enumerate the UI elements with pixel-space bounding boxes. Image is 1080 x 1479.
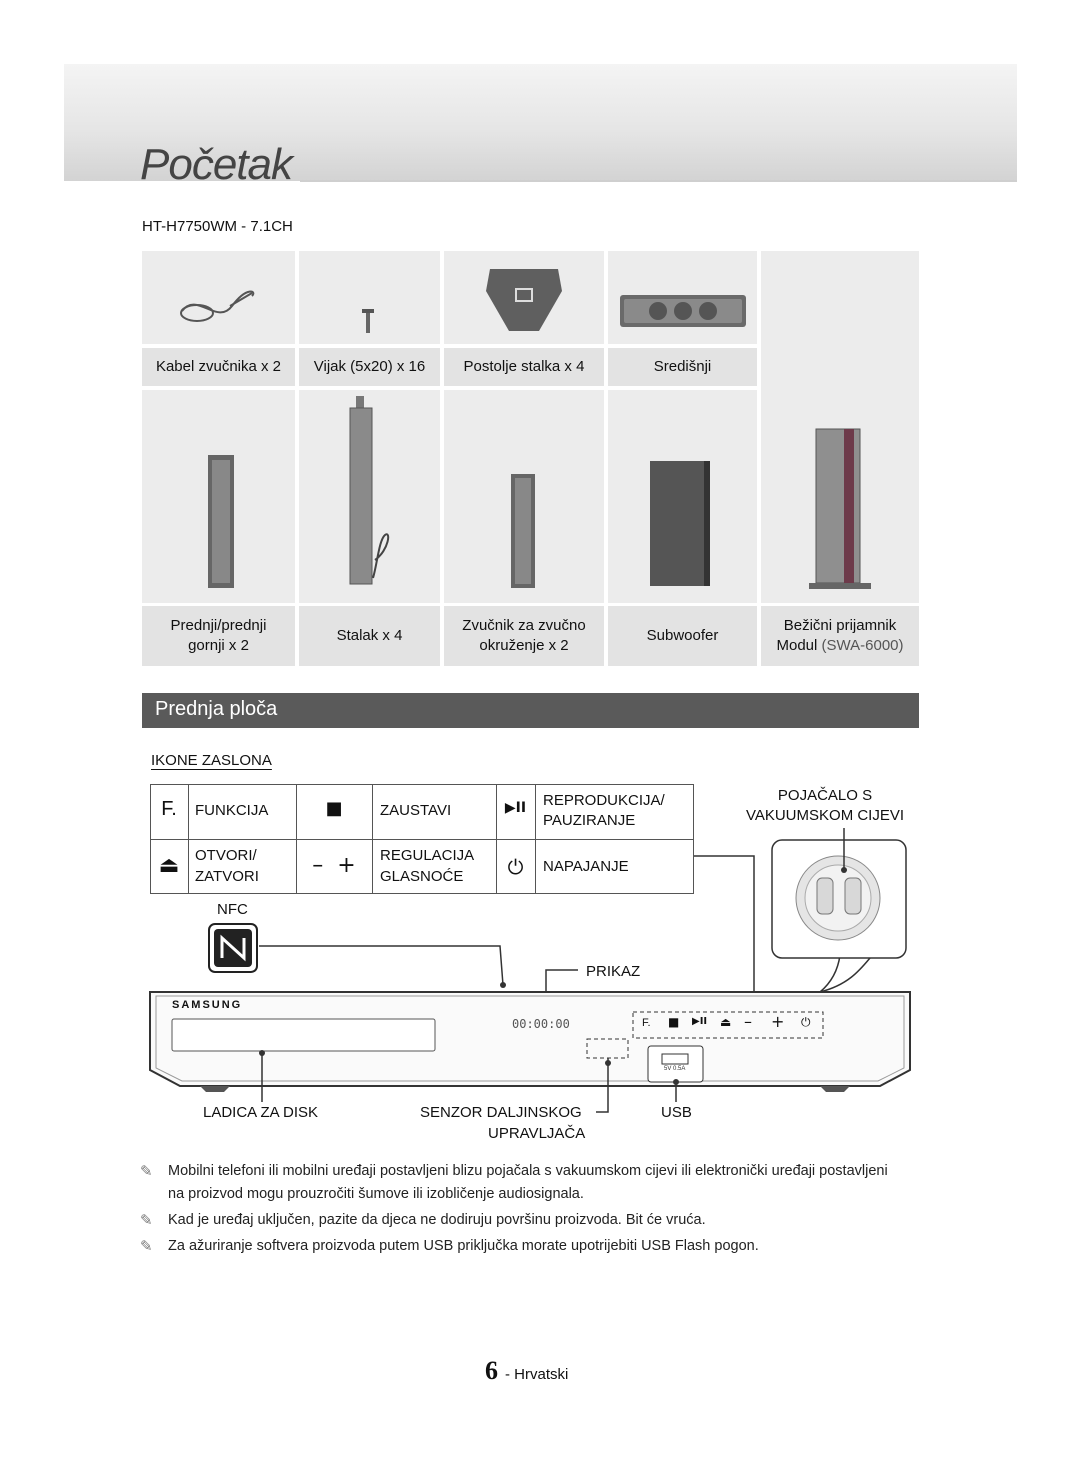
- disc-tray-label: LADICA ZA DISK: [203, 1104, 319, 1121]
- eject-icon: ⏏: [158, 853, 180, 878]
- stop-icon: ■: [325, 798, 343, 819]
- stand-cell: [299, 390, 440, 603]
- component-label: Stalak x 4: [299, 606, 440, 666]
- pencil-note-icon: ✎: [140, 1211, 153, 1229]
- module-text: Modul: [776, 637, 822, 654]
- header-divider: [300, 180, 1017, 182]
- component-label: Vijak (5x20) x 16: [299, 348, 440, 386]
- icon-label: FUNKCIJA: [195, 802, 269, 819]
- icon-label: NAPAJANJE: [543, 858, 629, 875]
- usb-port-rating: 5V 0.5A: [664, 1066, 686, 1072]
- front-speaker-cell: [142, 390, 295, 603]
- icons-heading: IKONE ZASLONA: [151, 752, 272, 769]
- icon-label: ZAUSTAVI: [380, 802, 452, 819]
- icon-label: GLASNOĆE: [380, 868, 464, 885]
- page-language: - Hrvatski: [505, 1366, 569, 1383]
- panel-volume-down-button: –: [744, 1012, 752, 1031]
- pencil-note-icon: ✎: [140, 1162, 153, 1180]
- page-title: Početak: [140, 140, 293, 189]
- icon-label: PAUZIRANJE: [543, 812, 636, 829]
- table-divider: [150, 839, 694, 840]
- center-speaker-cell: [608, 251, 757, 344]
- panel-volume-up-button: +: [771, 1012, 785, 1031]
- stand-base-cell: [444, 251, 604, 344]
- speaker-cable-icon: [180, 290, 255, 322]
- component-label: Subwoofer: [608, 606, 757, 666]
- note-text: Kad je uređaj uključen, pazite da djeca …: [168, 1212, 706, 1228]
- component-label-line: gornji x 2: [188, 637, 249, 654]
- volume-icon: – +: [312, 853, 356, 878]
- note-text: Za ažuriranje softvera proizvoda putem U…: [168, 1238, 759, 1254]
- icon-label: REGULACIJA: [380, 847, 475, 864]
- remote-sensor-label: UPRAVLJAČA: [488, 1125, 586, 1142]
- tube-amp-label: VAKUUMSKOM CIJEVI: [745, 807, 905, 824]
- surround-speaker-icon: [511, 474, 535, 588]
- stand-base-icon: [486, 269, 562, 331]
- panel-eject-button: ⏏: [720, 1015, 732, 1029]
- center-speaker-icon: [620, 295, 746, 327]
- screw-icon: [362, 309, 374, 333]
- subwoofer-icon: [650, 461, 710, 586]
- wireless-receiver-cell: [761, 251, 919, 603]
- nfc-icon: [207, 922, 259, 974]
- display-label: PRIKAZ: [586, 963, 641, 980]
- component-label: Prednji/prednji gornji x 2: [142, 606, 295, 666]
- display-readout: 00:00:00: [512, 1017, 570, 1031]
- panel-function-button: F.: [642, 1017, 651, 1029]
- section-title: Prednja ploča: [155, 698, 278, 720]
- screw-cell: [299, 251, 440, 344]
- model-label: HT-H7750WM - 7.1CH: [142, 218, 293, 235]
- note-text: Mobilni telefoni ili mobilni uređaji pos…: [168, 1163, 888, 1202]
- panel-play-button: ▶II: [692, 1016, 708, 1027]
- header-band: [64, 64, 1017, 181]
- front-speaker-icon: [208, 455, 234, 588]
- subwoofer-cell: [608, 390, 757, 603]
- nfc-label: NFC: [217, 901, 248, 918]
- remote-sensor-label: SENZOR DALJINSKOG: [420, 1104, 582, 1121]
- brand-logo: SAMSUNG: [172, 999, 243, 1011]
- component-label-line: Modul (SWA-6000): [777, 636, 904, 656]
- component-label-line: Bežični prijamnik: [783, 617, 897, 634]
- tube-amp-label: POJAČALO S: [777, 787, 873, 804]
- component-label: Postolje stalka x 4: [444, 348, 604, 386]
- table-divider: [535, 784, 536, 894]
- play-pause-icon: ▶II: [504, 800, 527, 816]
- pencil-note-icon: ✎: [140, 1237, 153, 1255]
- speaker-cable-cell: [142, 251, 295, 344]
- table-divider: [188, 784, 189, 894]
- stand-icon: [349, 396, 390, 585]
- icon-label: ZATVORI: [195, 868, 259, 885]
- table-divider: [296, 784, 297, 894]
- panel-stop-button: ■: [668, 1015, 680, 1029]
- component-label: Kabel zvučnika x 2: [142, 348, 295, 386]
- panel-power-button: ⏻: [801, 1015, 811, 1029]
- icon-label: REPRODUKCIJA/: [543, 792, 665, 809]
- component-label-line: Zvučnik za zvučno: [462, 617, 586, 634]
- function-icon: F.: [161, 798, 177, 820]
- table-divider: [372, 784, 373, 894]
- component-label: Bežični prijamnik Modul (SWA-6000): [761, 606, 919, 666]
- component-label: Zvučnik za zvučno okruženje x 2: [444, 606, 604, 666]
- wireless-receiver-icon: [809, 428, 871, 589]
- component-label-line: okruženje x 2: [479, 637, 569, 654]
- usb-label: USB: [661, 1104, 692, 1121]
- component-label: Središnji: [608, 348, 757, 386]
- icon-label: OTVORI/: [195, 847, 257, 864]
- component-label-line: Prednji/prednji: [170, 617, 267, 634]
- table-divider: [496, 784, 497, 894]
- power-icon: ⏻: [507, 855, 524, 879]
- surround-speaker-cell: [444, 390, 604, 603]
- page-number: 6: [485, 1356, 498, 1385]
- section-bar: [142, 693, 919, 728]
- model-code: (SWA-6000): [821, 637, 904, 654]
